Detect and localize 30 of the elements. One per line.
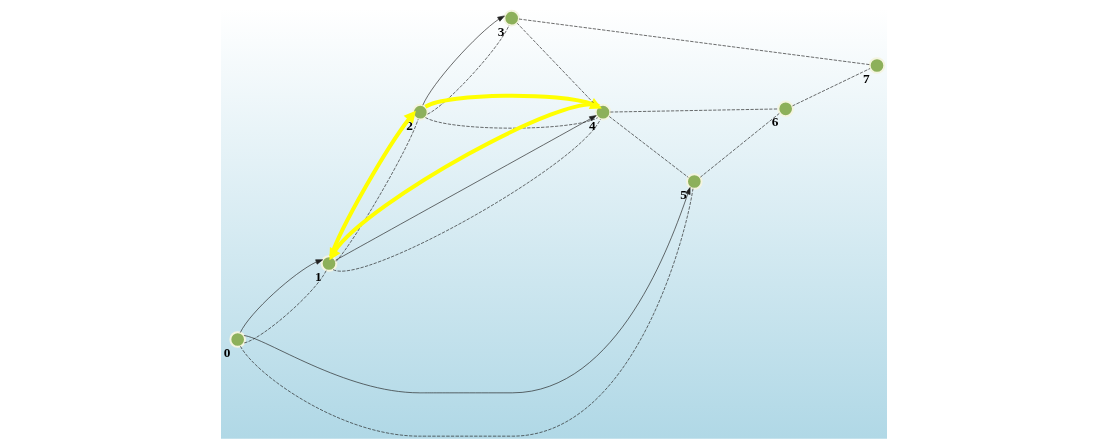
node-label: 6	[771, 114, 778, 130]
connector	[335, 118, 418, 262]
connector	[424, 117, 598, 129]
connector	[239, 188, 693, 437]
connector	[608, 116, 689, 178]
node-label: 4	[588, 117, 596, 133]
arrow	[421, 15, 505, 106]
node-circle	[868, 57, 885, 74]
node-label: 3	[497, 23, 504, 39]
connector	[699, 112, 780, 178]
connector	[518, 18, 870, 65]
connector	[426, 25, 509, 115]
node-circle	[411, 103, 429, 121]
node-label: 5	[679, 186, 687, 202]
node-circle	[685, 173, 703, 190]
connector	[609, 108, 779, 113]
node-label: 2	[405, 117, 413, 133]
node-circle	[228, 331, 246, 348]
node-circle	[320, 255, 337, 272]
node-circle	[502, 9, 520, 27]
node-circle	[776, 100, 794, 118]
arrow	[243, 187, 690, 394]
node-label: 7	[862, 70, 870, 86]
arrow	[328, 110, 416, 258]
node-circle	[594, 103, 611, 121]
arrow	[239, 259, 323, 333]
node-label: 1	[314, 268, 322, 284]
connector	[243, 270, 327, 344]
node-label: 0	[223, 344, 230, 360]
connector	[791, 68, 870, 107]
